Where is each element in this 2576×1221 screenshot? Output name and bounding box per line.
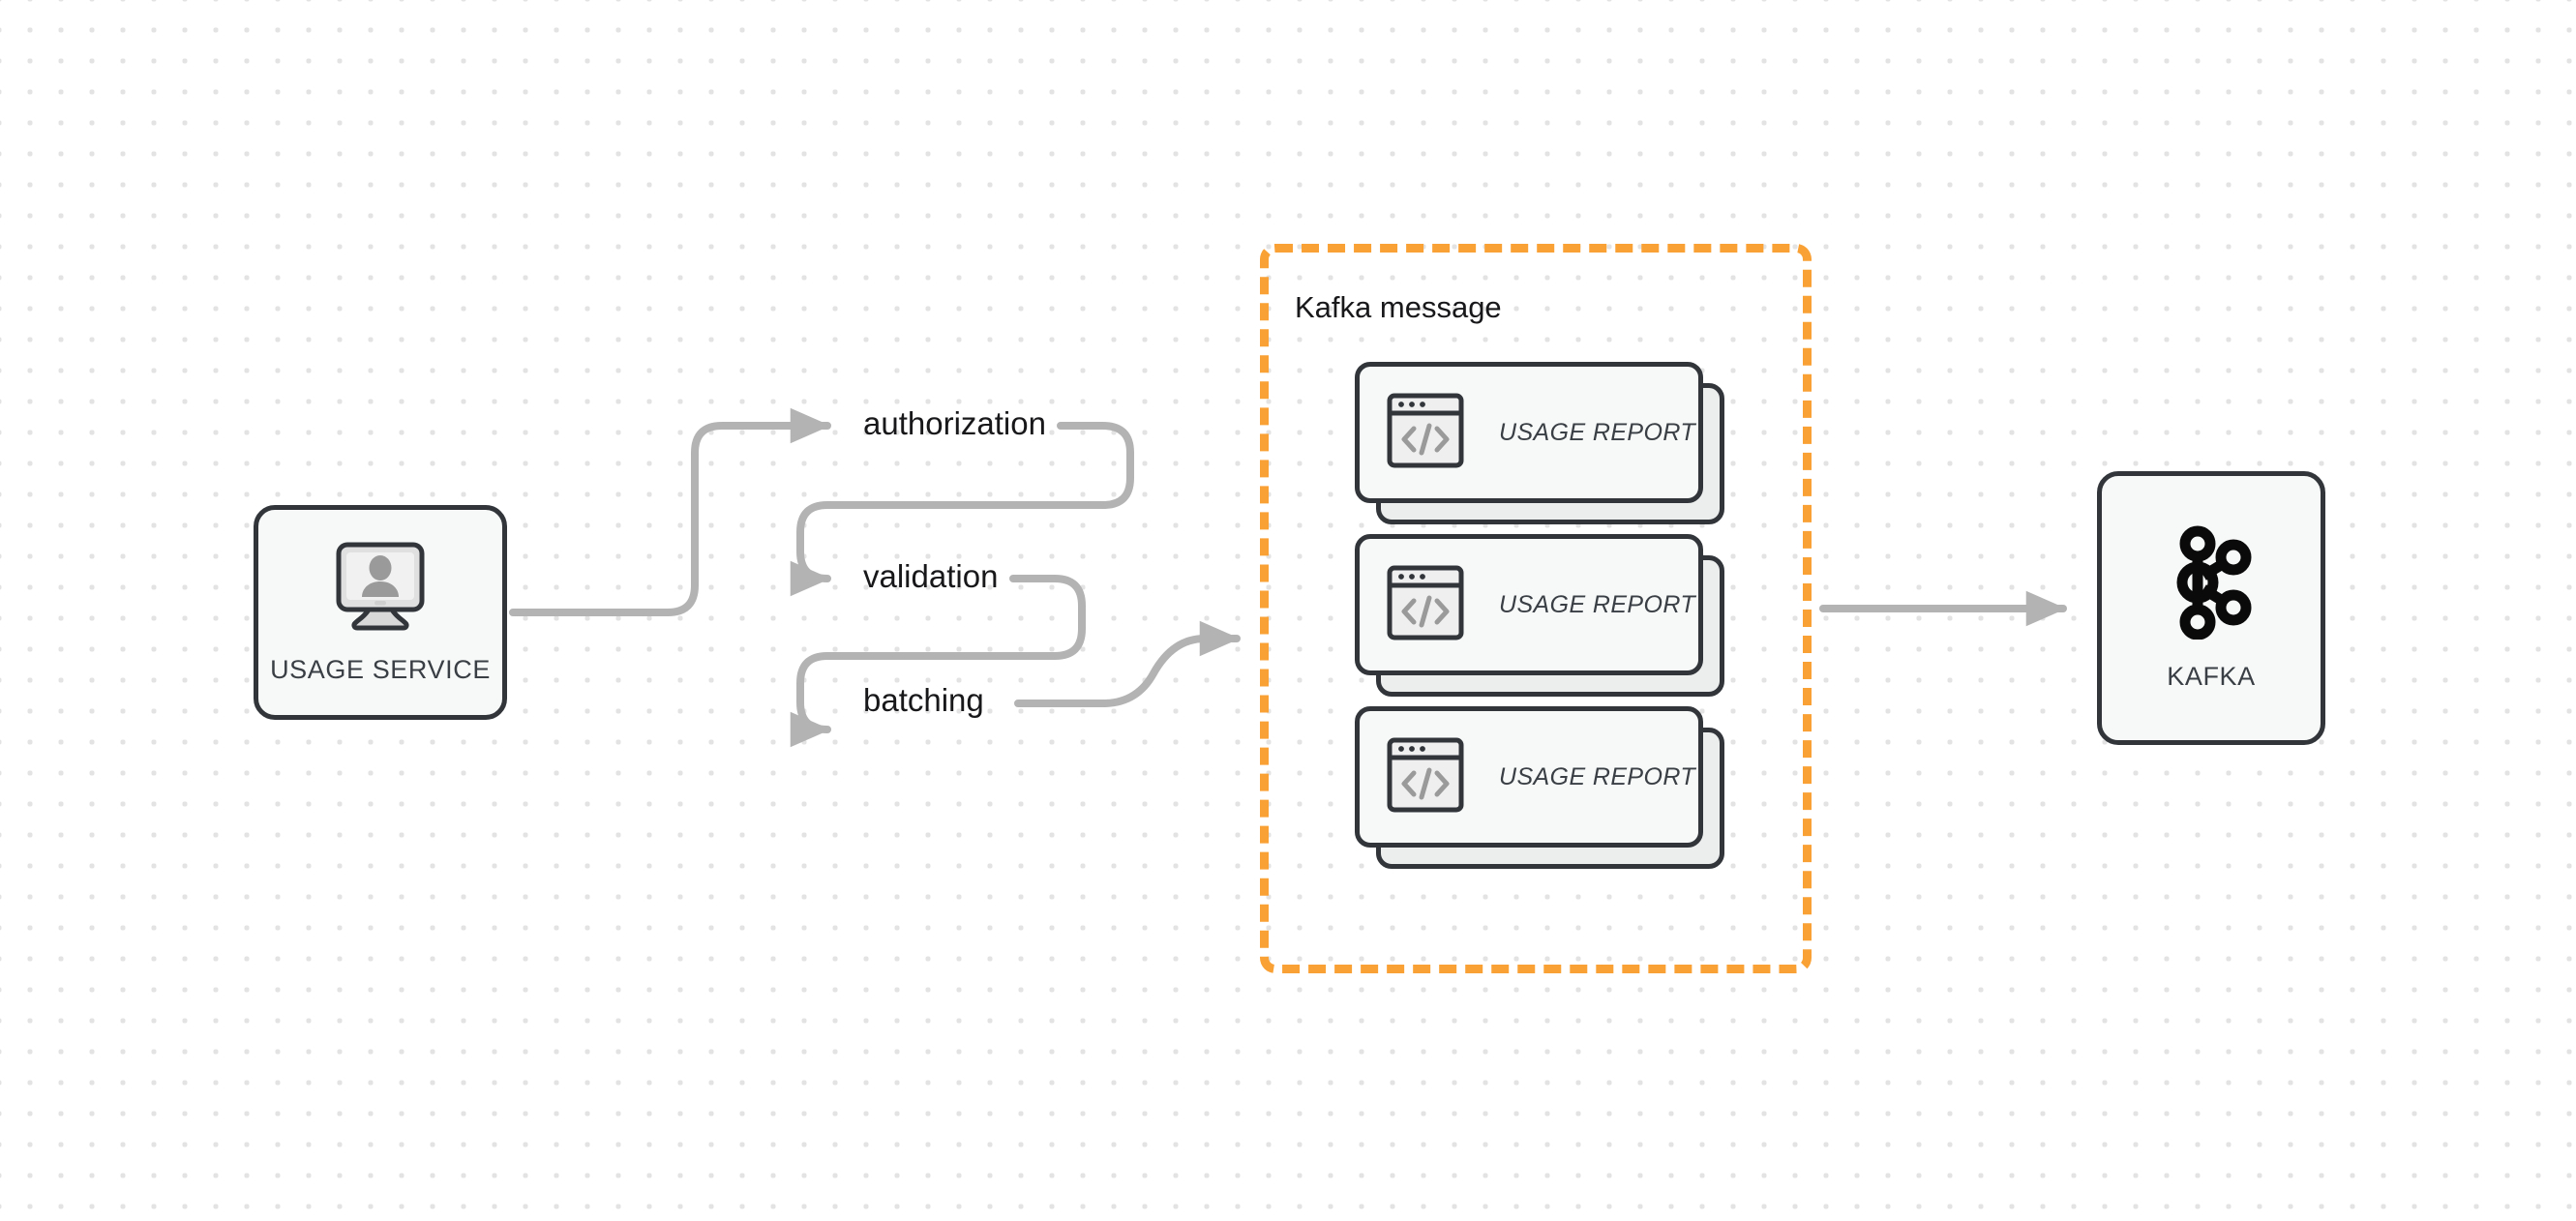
monitor-user-icon: [330, 540, 431, 638]
report-card[interactable]: USAGE REPORT: [1355, 534, 1724, 697]
edge-batching-to-kafka-message: [1014, 620, 1241, 707]
kafka-logo-icon: [2165, 525, 2258, 644]
group-title-kafka-message: Kafka message: [1295, 290, 1502, 324]
card-face: USAGE REPORT: [1355, 534, 1703, 675]
node-kafka[interactable]: KAFKA: [2097, 471, 2325, 745]
node-usage-service[interactable]: USAGE SERVICE: [254, 505, 507, 720]
code-window-icon: [1387, 393, 1464, 473]
code-window-icon: [1387, 565, 1464, 645]
card-face: USAGE REPORT: [1355, 362, 1703, 503]
step-label-validation[interactable]: validation: [863, 558, 999, 594]
step-label-batching[interactable]: batching: [863, 682, 984, 718]
node-label-kafka: KAFKA: [2167, 661, 2256, 691]
code-window-icon: [1387, 737, 1464, 818]
edge-usage-service-to-authorization: [509, 407, 831, 616]
group-kafka-message[interactable]: [1260, 244, 1812, 973]
node-label-usage-service: USAGE SERVICE: [270, 655, 491, 684]
report-card-label: USAGE REPORT: [1499, 590, 1695, 618]
report-card[interactable]: USAGE REPORT: [1355, 706, 1724, 869]
report-card[interactable]: USAGE REPORT: [1355, 362, 1724, 524]
report-card-label: USAGE REPORT: [1499, 762, 1695, 790]
card-face: USAGE REPORT: [1355, 706, 1703, 848]
step-label-authorization[interactable]: authorization: [863, 405, 1046, 441]
edge-authorization-to-validation: [790, 422, 1134, 597]
report-card-label: USAGE REPORT: [1499, 418, 1695, 446]
